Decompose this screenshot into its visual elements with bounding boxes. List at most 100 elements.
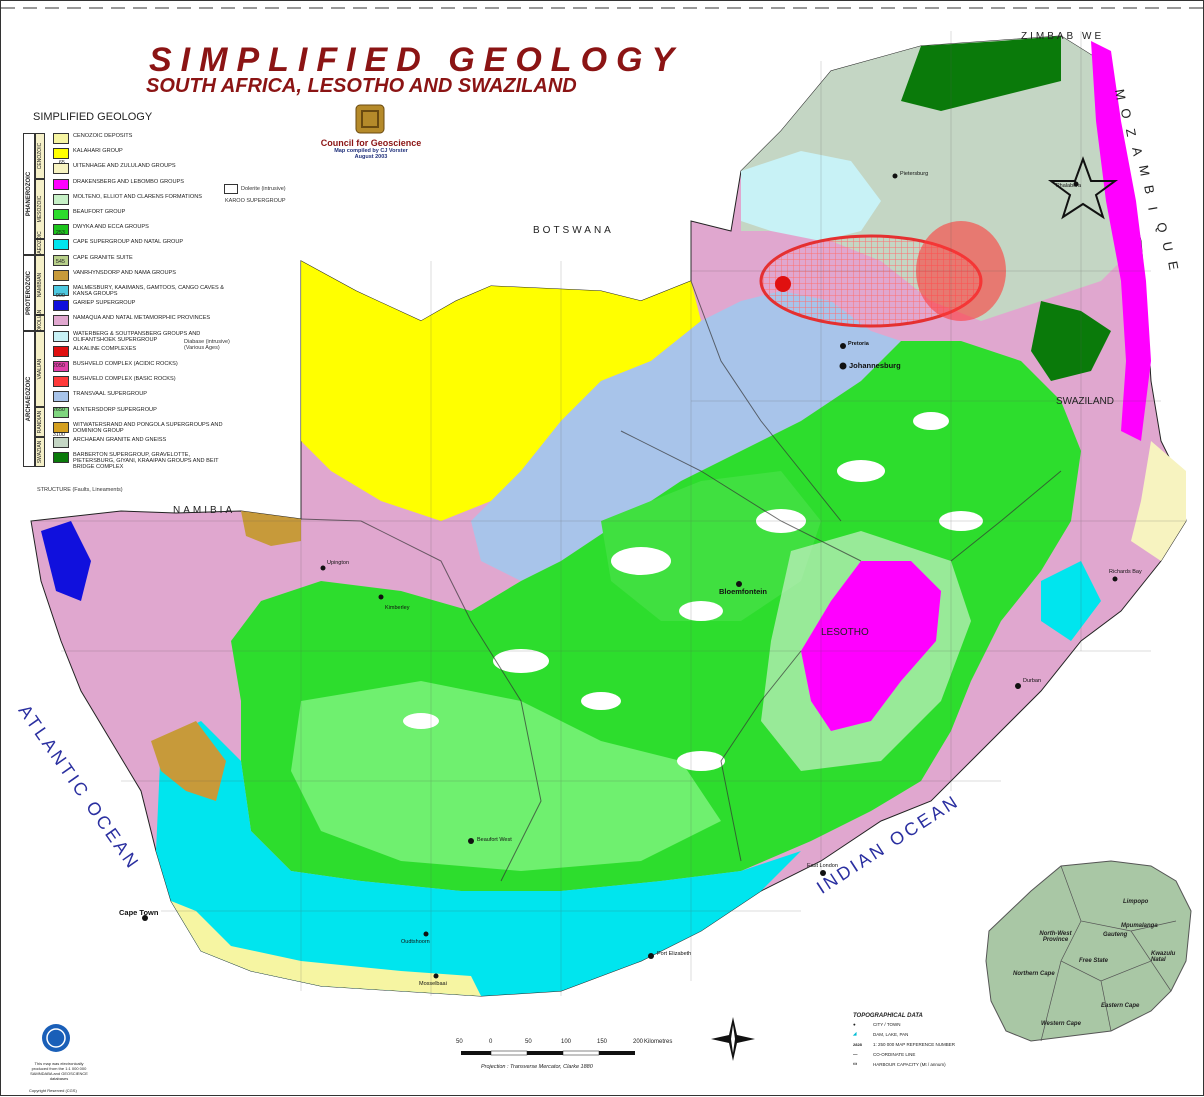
legend-diabase-label: Diabase (intrusive) xyxy=(184,339,230,345)
legend-swatch xyxy=(53,178,69,190)
legend-item: ALKALINE COMPLEXES xyxy=(53,345,233,358)
legend-karoo: KAROO SUPERGROUP xyxy=(225,198,286,204)
legend-label: GARIEP SUPERGROUP xyxy=(73,300,136,307)
legend-age: 3100 xyxy=(52,432,65,439)
scale-labels: 50 0 50 100 150 200 Kilometres xyxy=(456,1039,676,1049)
legend-item: UITENHAGE AND ZULULAND GROUPS xyxy=(53,163,233,175)
label-botswana: BOTSWANA xyxy=(533,225,614,236)
topo-label-0: CITY / TOWN xyxy=(873,1021,901,1027)
legend-period: RANDIAN xyxy=(35,406,45,437)
inset-limpopo: Limpopo xyxy=(1123,899,1149,905)
legend-item: ARCHAEAN GRANITE AND GNEISS xyxy=(53,437,233,449)
legend-item: VENTERSDORP SUPERGROUP xyxy=(53,406,233,419)
scale-bar xyxy=(461,1050,635,1056)
legend-swatch xyxy=(53,254,69,266)
legend-label: NAMAQUA AND NATAL METAMORPHIC PROVINCES xyxy=(73,315,211,322)
legend-swatch xyxy=(53,452,69,464)
legend-period: MOKOLIAN xyxy=(35,310,45,336)
copyright: Copyright Reserved (CGS) xyxy=(29,1088,77,1093)
inset-kwazulu-natal: Kwazulu Natal xyxy=(1151,951,1176,963)
legend-swatch xyxy=(53,406,69,418)
legend-item: NAMAQUA AND NATAL METAMORPHIC PROVINCES xyxy=(53,315,233,327)
topo-label-3: CO-ORDINATE LINE xyxy=(873,1051,916,1057)
legend-swatch xyxy=(53,361,69,372)
legend-label: BEAUFORT GROUP xyxy=(73,209,126,215)
legend-swatch xyxy=(53,421,69,433)
legend-item: CAPE GRANITE SUITE xyxy=(53,254,233,267)
inset-free-state: Free State xyxy=(1079,958,1109,964)
topo-label-2: 1: 250 000 MAP REFERENCE NUMBER xyxy=(873,1041,955,1047)
legend-period: SWAZIAN xyxy=(35,437,45,468)
legend-label: ALKALINE COMPLEXES xyxy=(73,345,137,352)
legend-period: VAALIAN xyxy=(35,330,45,407)
label-zimbabwe: ZIMBAB WE xyxy=(1021,31,1105,42)
city-richards-bay: Richards Bay xyxy=(1109,569,1142,575)
legend-swatch xyxy=(53,224,69,236)
legend-label: CAPE GRANITE SUITE xyxy=(73,254,133,261)
legend-swatch xyxy=(53,148,69,160)
legend-label: UITENHAGE AND ZULULAND GROUPS xyxy=(73,163,176,170)
city-kimberley: Kimberley xyxy=(385,605,410,611)
legend-era: PROTEROZOIC xyxy=(23,254,35,331)
scale-unit: Kilometres xyxy=(644,1039,673,1045)
lebombo-strip xyxy=(1091,41,1151,441)
topo-row-0: ●CITY / TOWN xyxy=(853,1021,901,1027)
globe-logo xyxy=(42,1024,70,1052)
transvaal-region xyxy=(471,291,901,581)
publisher-org: Council for Geoscience xyxy=(320,138,422,148)
legend-item: WITWATERSRAND AND PONGOLA SUPERGROUPS AN… xyxy=(53,421,233,434)
city-east-london: East London xyxy=(807,863,838,869)
legend-swatch xyxy=(53,376,69,388)
inset-eastern-cape: Eastern Cape xyxy=(1101,1003,1140,1009)
legend-structure: STRUCTURE (Faults, Lineaments) xyxy=(37,487,123,493)
legend-period-label: MESOZOIC xyxy=(37,195,43,223)
legend-swatch xyxy=(53,391,69,403)
legend-age: 2050 xyxy=(52,362,65,369)
legend-swatch xyxy=(53,269,69,281)
legend-period-label: VAALIAN xyxy=(37,358,43,379)
inset-mpumalanga: Mpumalanga xyxy=(1121,923,1158,929)
topo-row-1: ◢DAM, LAKE, PAN xyxy=(853,1031,909,1037)
topo-title: TOPOGRAPHICAL DATA xyxy=(853,1013,923,1019)
legend-dolerite-label: Dolerite (intrusive) xyxy=(241,186,286,192)
legend-swatch xyxy=(53,133,69,144)
city-pretoria: Pretoria xyxy=(848,341,869,347)
coordinate-grid xyxy=(31,31,1186,996)
scale-tick-1: 0 xyxy=(489,1039,493,1045)
legend-swatch xyxy=(53,239,69,251)
legend-era-label: ARCHAEOZOIC xyxy=(26,376,32,422)
inset-western-cape: Western Cape xyxy=(1041,1021,1081,1027)
city-pietersburg: Pietersburg xyxy=(900,171,929,177)
city-dots xyxy=(142,173,1118,979)
legend-label: CENOZOIC DEPOSITS xyxy=(73,133,133,139)
legend-diabase-age: (Various Ages) xyxy=(184,345,220,351)
topo-label-1: DAM, LAKE, PAN xyxy=(873,1031,909,1037)
city-johannesburg: Johannesburg xyxy=(849,361,901,370)
legend-swatch xyxy=(53,315,69,327)
legend-label: CAPE SUPERGROUP AND NATAL GROUP xyxy=(73,239,184,246)
topo-row-3: —CO-ORDINATE LINE xyxy=(853,1051,916,1057)
legend-title: SIMPLIFIED GEOLOGY xyxy=(33,111,153,123)
legend-diabase: Diabase (intrusive)(Various Ages) xyxy=(184,339,230,351)
inset-north-west: North-West Province xyxy=(1039,931,1072,943)
scale-tick-2: 50 xyxy=(525,1039,532,1045)
city-cape-town: Cape Town xyxy=(119,908,159,917)
legend-age: 545 xyxy=(55,259,65,266)
legend-period: PALAEOZOIC xyxy=(35,231,45,263)
topo-row-4: ▭HARBOUR CAPACITY (Mt / annum) xyxy=(853,1061,946,1067)
legend-item: DWYKA AND ECCA GROUPS xyxy=(53,224,233,236)
legend-item: WATERBERG & SOUTPANSBERG GROUPS AND OLIF… xyxy=(53,330,233,343)
legend-label: MOLTENO, ELLIOT AND CLARENS FORMATIONS xyxy=(73,193,202,200)
legend-period: CENOZOIC xyxy=(35,133,45,179)
legend-label: WATERBERG & SOUTPANSBERG GROUPS AND OLIF… xyxy=(73,330,201,343)
map-title: SIMPLIFIED GEOLOGY xyxy=(149,41,684,79)
label-namibia: NAMIBIA xyxy=(173,505,236,516)
inset-northern-cape: Northern Cape xyxy=(1013,971,1055,977)
legend-period-label: SWAZIAN xyxy=(37,440,43,464)
legend-era-label: PROTEROZOIC xyxy=(26,270,32,315)
city-mossel-bay: Mosselbaai xyxy=(419,981,447,987)
compass-rose xyxy=(711,1017,755,1061)
legend-period: MESOZOIC xyxy=(35,178,45,240)
legend-label: ARCHAEAN GRANITE AND GNEISS xyxy=(73,437,167,443)
